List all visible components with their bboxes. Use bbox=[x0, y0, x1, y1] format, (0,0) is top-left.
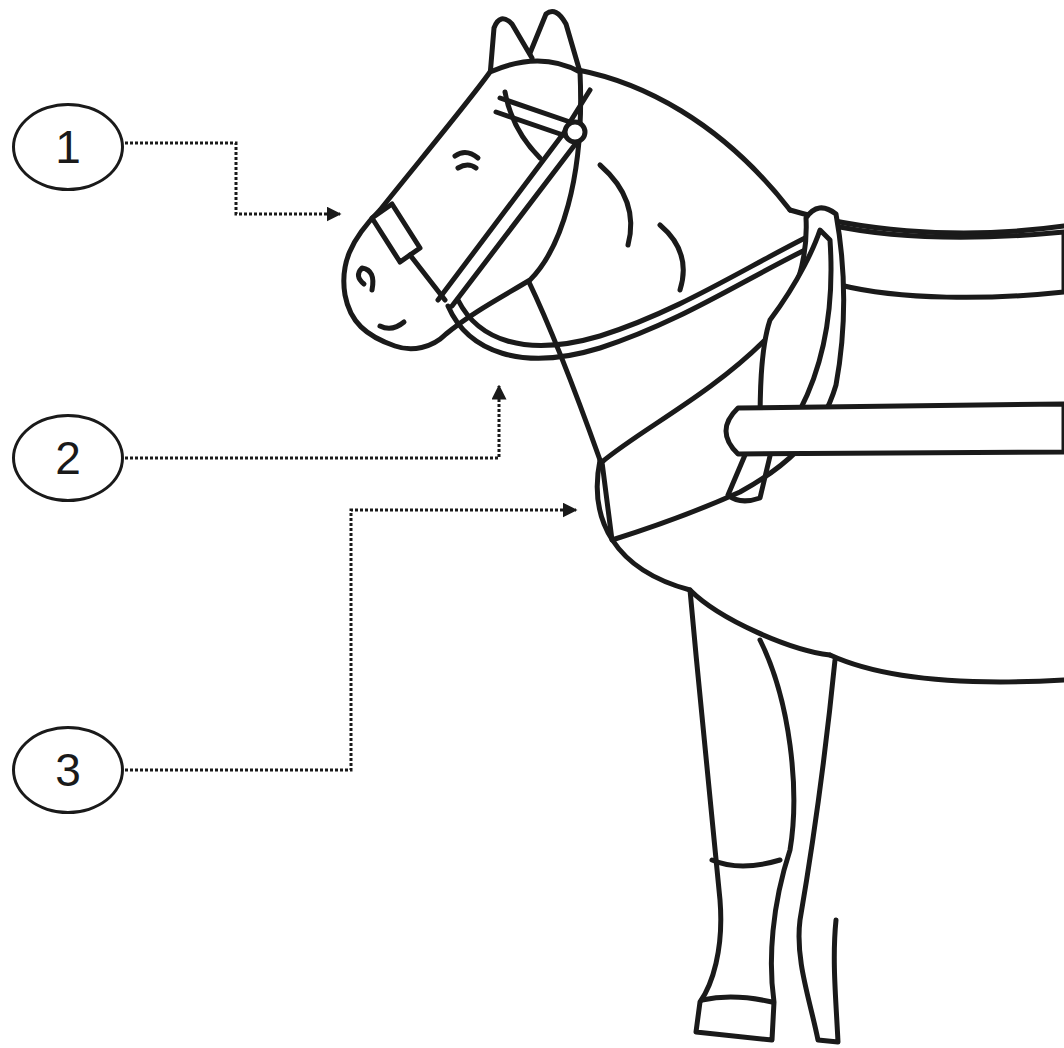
bridle-noseband bbox=[372, 204, 420, 262]
horse-hoof-line bbox=[702, 997, 772, 1002]
bridle-noseband-strap bbox=[410, 255, 445, 300]
bridle-cheekpiece bbox=[438, 130, 566, 300]
callout-number: 2 bbox=[55, 435, 81, 481]
horse-belly bbox=[830, 655, 1064, 682]
bridle-crownpiece bbox=[570, 90, 590, 122]
horse-leg bbox=[690, 590, 794, 1040]
callout-number: 3 bbox=[55, 747, 81, 793]
harness-collar-pad bbox=[760, 230, 831, 430]
leader-line bbox=[125, 386, 499, 458]
bridle-rosette bbox=[565, 122, 585, 142]
bridle-cheekpiece bbox=[452, 138, 580, 306]
breast-strap bbox=[726, 404, 1064, 454]
horse-mouth bbox=[380, 322, 404, 328]
callout-circle: 3 bbox=[12, 726, 124, 814]
leader-line bbox=[125, 143, 340, 214]
callout-circle: 2 bbox=[12, 414, 124, 502]
horse-eye bbox=[455, 152, 478, 158]
horse-neck-crest bbox=[578, 70, 790, 210]
horse-throat bbox=[528, 280, 600, 460]
breast-strap-buckle bbox=[728, 455, 770, 501]
horse-mane bbox=[600, 165, 631, 245]
leader-line bbox=[125, 510, 576, 770]
bridle-browband bbox=[496, 112, 566, 136]
horse-mane bbox=[660, 225, 683, 290]
harness-collar bbox=[602, 208, 844, 540]
rein bbox=[458, 238, 805, 345]
callout-circle: 1 bbox=[12, 103, 124, 191]
horse-leg bbox=[799, 660, 838, 1042]
horse-nostril bbox=[358, 268, 372, 290]
horse-eye bbox=[458, 165, 476, 168]
horse-knee bbox=[712, 860, 780, 866]
callout-number: 1 bbox=[55, 124, 81, 170]
saddle-pad bbox=[830, 225, 1064, 297]
